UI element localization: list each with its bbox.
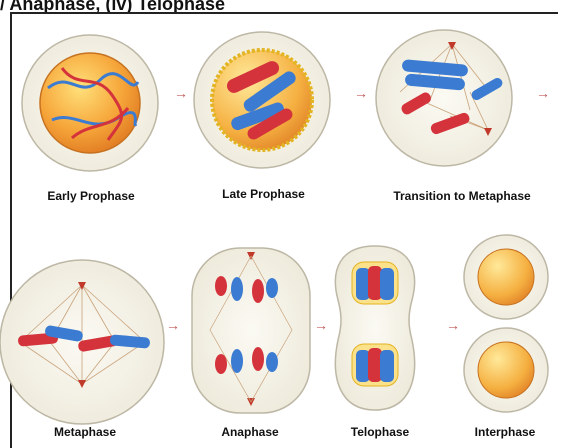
arrow-1-icon: → — [174, 85, 188, 101]
arrow-6-icon: → — [446, 317, 460, 333]
telophase-cell — [335, 246, 414, 410]
arrow-3-icon: → — [536, 85, 550, 101]
label-interphase: Interphase — [455, 425, 555, 439]
late-prophase-cell — [194, 32, 330, 168]
anaphase-cell — [192, 248, 310, 413]
arrow-2-icon: → — [354, 85, 368, 101]
early-prophase-cell — [22, 35, 158, 171]
label-metaphase: Metaphase — [30, 425, 140, 439]
label-anaphase: Anaphase — [200, 425, 300, 439]
arrow-4-icon: → — [166, 317, 180, 333]
arrow-5-icon: → — [314, 317, 328, 333]
label-early-prophase: Early Prophase — [26, 189, 156, 203]
interphase-cells — [464, 235, 548, 412]
transition-cell — [376, 30, 512, 166]
label-telophase: Telophase — [330, 425, 430, 439]
metaphase-cell — [0, 260, 164, 424]
label-transition-to-metaphase: Transition to Metaphase — [372, 189, 552, 203]
label-late-prophase: Late Prophase — [206, 187, 321, 201]
